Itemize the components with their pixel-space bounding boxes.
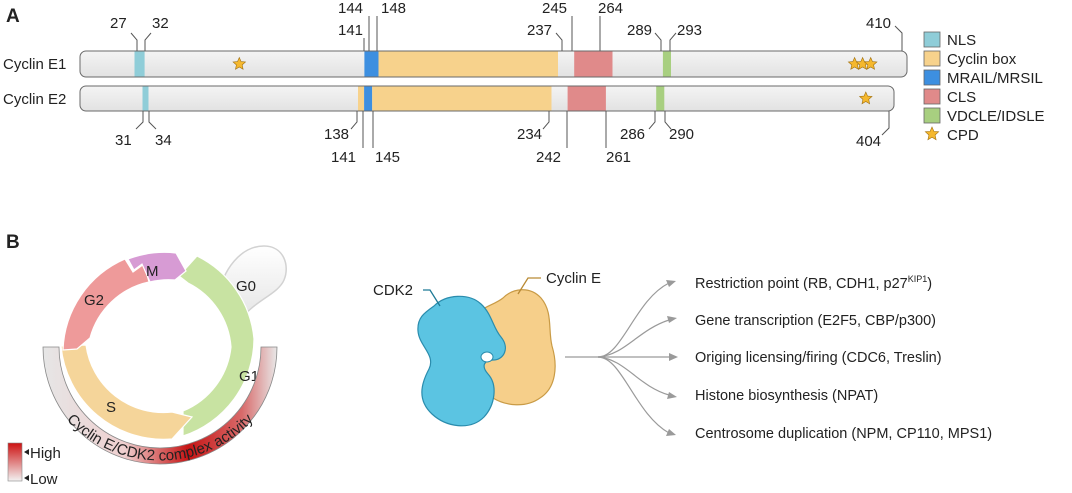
e1-pos-237: 237	[527, 22, 552, 39]
domain-nls	[142, 86, 149, 111]
phase-s-segment	[60, 344, 194, 440]
scale-low-label: Low	[30, 471, 58, 488]
e2-pos-242: 242	[536, 149, 561, 166]
e1-pos-264: 264	[598, 0, 623, 17]
e2-pos-31: 31	[115, 132, 132, 149]
activity-scale-bar	[7, 442, 23, 482]
e1-pos-245: 245	[542, 0, 567, 17]
cyclin-e1-cpd-sites	[232, 56, 878, 70]
legend-label-cyclin-box: Cyclin box	[947, 51, 1017, 68]
target-histone-biosynthesis: Histone biosynthesis (NPAT)	[695, 388, 878, 404]
e2-pos-234: 234	[517, 126, 542, 143]
cdk2-label: CDK2	[373, 282, 413, 299]
legend-label-cls: CLS	[947, 89, 976, 106]
domain-cyclin	[378, 51, 558, 77]
target-origin-licensing: Origing licensing/firing (CDC6, Treslin)	[695, 350, 942, 366]
scale-high-label: High	[30, 445, 61, 462]
cyclin-e2-leaders	[135, 111, 890, 148]
e1-length-label: 410	[866, 15, 891, 32]
phase-g1-label: G1	[239, 368, 259, 385]
legend-label-mrail: MRAIL/MRSIL	[947, 70, 1043, 87]
arrowhead-icon	[667, 316, 677, 323]
e1-pos-141: 141	[338, 22, 363, 39]
domain-nls	[134, 51, 145, 77]
phase-g1-segment	[178, 255, 255, 437]
e1-pos-144: 144	[338, 0, 363, 17]
e1-pos-32: 32	[152, 15, 169, 32]
legend-swatch-cyclin-box	[923, 50, 941, 67]
cell-cycle-ring	[60, 251, 255, 440]
panel-b-label: B	[6, 232, 20, 253]
domain-cls	[567, 86, 606, 111]
low-pointer-icon	[24, 475, 29, 481]
e2-length-label: 404	[856, 133, 881, 150]
legend-swatch-cls	[923, 88, 941, 105]
legend-label-vdcle: VDCLE/IDSLE	[947, 108, 1045, 125]
cdk2-shape	[417, 295, 506, 427]
activity-gradient-arc	[42, 346, 278, 465]
domain-vdcle	[662, 51, 671, 77]
e1-pos-293: 293	[677, 22, 702, 39]
high-pointer-icon	[24, 449, 29, 455]
arrowhead-icon	[666, 429, 676, 436]
legend-swatch-mrail	[923, 69, 941, 86]
target-centrosome-duplication: Centrosome duplication (NPM, CP110, MPS1…	[695, 426, 992, 442]
target-gene-transcription: Gene transcription (E2F5, CBP/p300)	[695, 313, 936, 329]
domain-cls	[574, 51, 613, 77]
target-arrows	[565, 282, 670, 434]
cpd-star-icon	[858, 91, 873, 105]
phase-g0-label: G0	[236, 278, 256, 295]
domain-cyclin	[372, 86, 552, 111]
domain-mrail	[364, 51, 379, 77]
legend-swatch-vdcle	[923, 107, 941, 124]
legend-star-icon	[924, 126, 940, 141]
cdk2-binding-pocket	[480, 351, 494, 363]
cyclin-e1-track: Cyclin E1	[3, 50, 908, 78]
arrowheads	[666, 280, 678, 436]
cyclin-e1-domains	[134, 51, 671, 77]
legend-label-nls: NLS	[947, 32, 976, 49]
cyclin-e2-domains	[142, 86, 665, 111]
phase-g2-segment	[62, 258, 150, 351]
phase-g2-label: G2	[84, 292, 104, 309]
phase-m-label: M	[146, 263, 159, 280]
phase-s-label: S	[106, 399, 116, 416]
cyclin-e2-cpd-sites	[858, 91, 873, 105]
arrowhead-icon	[666, 280, 676, 287]
arrowhead-icon	[667, 392, 677, 399]
e1-pos-27: 27	[110, 15, 127, 32]
cyclin-e2-name: Cyclin E2	[3, 91, 66, 108]
arrowhead-icon	[669, 353, 678, 361]
e2-pos-290: 290	[669, 126, 694, 143]
cdk2-leader	[423, 289, 441, 307]
e2-pos-34: 34	[155, 132, 172, 149]
legend-label-cpd: CPD	[947, 127, 979, 144]
cpd-star-icon	[863, 56, 878, 70]
cyclin-e1-name: Cyclin E1	[3, 56, 66, 73]
domain-legend: NLS Cyclin box MRAIL/MRSIL CLS VDCLE/IDS…	[923, 31, 1045, 144]
cyclin-e2-track: Cyclin E2	[3, 85, 895, 112]
e2-pos-286: 286	[620, 126, 645, 143]
e1-pos-289: 289	[627, 22, 652, 39]
cyclin-e1-leaders	[130, 16, 903, 51]
domain-cyclin	[358, 86, 364, 111]
cyclin-e-leader	[517, 277, 541, 295]
domain-mrail	[364, 86, 373, 111]
e2-pos-138: 138	[324, 126, 349, 143]
cpd-star-icon	[232, 56, 247, 70]
e2-pos-141: 141	[331, 149, 356, 166]
e2-pos-145: 145	[375, 149, 400, 166]
cyclin-e-label: Cyclin E	[546, 270, 601, 287]
target-restriction-point: Restriction point (RB, CDH1, p27KIP1)	[695, 274, 932, 292]
phase-m-segment	[127, 251, 187, 283]
panel-a-label: A	[6, 6, 20, 27]
e1-pos-148: 148	[381, 0, 406, 17]
cdk2-cyclin-e-complex	[417, 289, 556, 427]
legend-swatch-nls	[923, 31, 941, 48]
domain-vdcle	[656, 86, 665, 111]
e2-pos-261: 261	[606, 149, 631, 166]
